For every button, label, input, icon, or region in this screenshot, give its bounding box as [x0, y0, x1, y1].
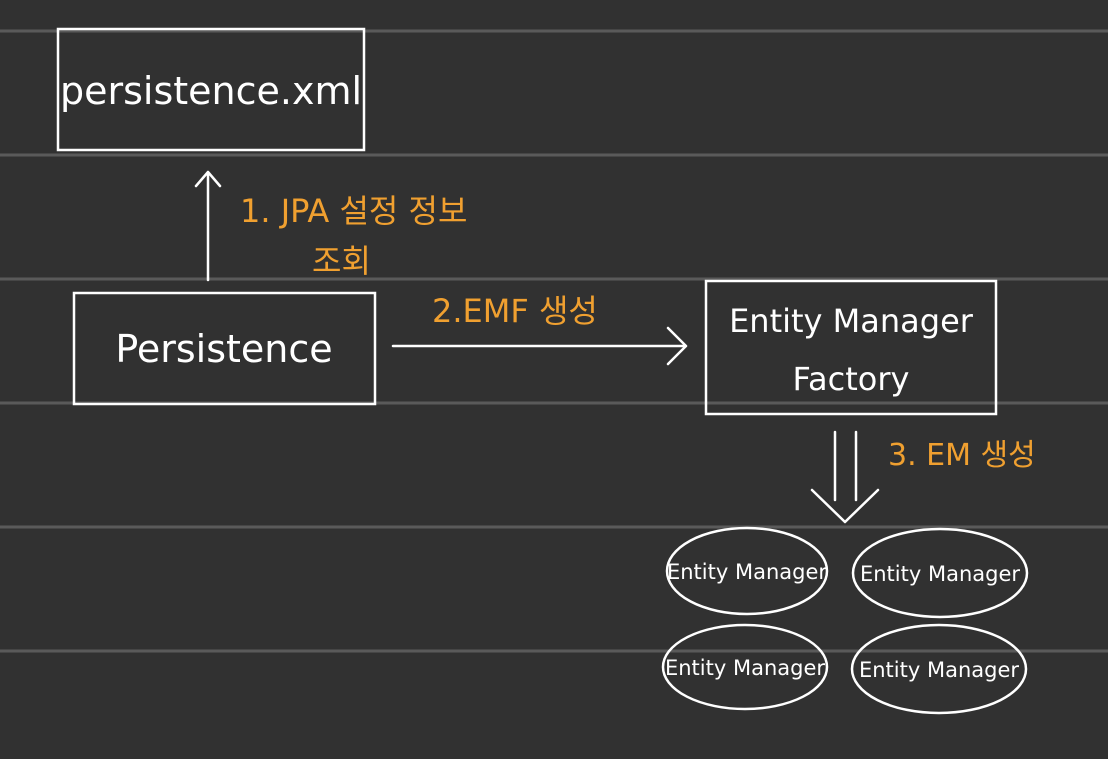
step1-label-line2: 조회 [312, 242, 371, 280]
arrow-step1 [194, 170, 222, 282]
entity-manager-label-1: Entity Manager [667, 560, 827, 584]
entity-manager-label-3: Entity Manager [665, 656, 825, 680]
entity-manager-label-2: Entity Manager [860, 562, 1020, 586]
emf-label-line1: Entity Manager [729, 302, 974, 340]
persistence-node [72, 291, 377, 406]
entity-manager-node-4 [850, 623, 1028, 715]
persistence-label: Persistence [115, 327, 332, 371]
step2-label: 2.EMF 생성 [432, 292, 598, 330]
emf-node [704, 279, 998, 416]
persistence-xml-label: persistence.xml [60, 69, 362, 113]
step3-label: 3. EM 생성 [888, 438, 1036, 473]
persistence-xml-node [56, 27, 366, 152]
entity-manager-node-3 [661, 623, 829, 711]
arrow-step2 [391, 326, 688, 366]
entity-manager-node-2 [851, 527, 1029, 619]
entity-manager-label-4: Entity Manager [859, 658, 1019, 682]
step1-label-line1: 1. JPA 설정 정보 [240, 192, 467, 230]
emf-label-line2: Factory [793, 360, 910, 398]
arrow-step3 [810, 430, 880, 524]
entity-manager-node-1 [665, 526, 829, 616]
